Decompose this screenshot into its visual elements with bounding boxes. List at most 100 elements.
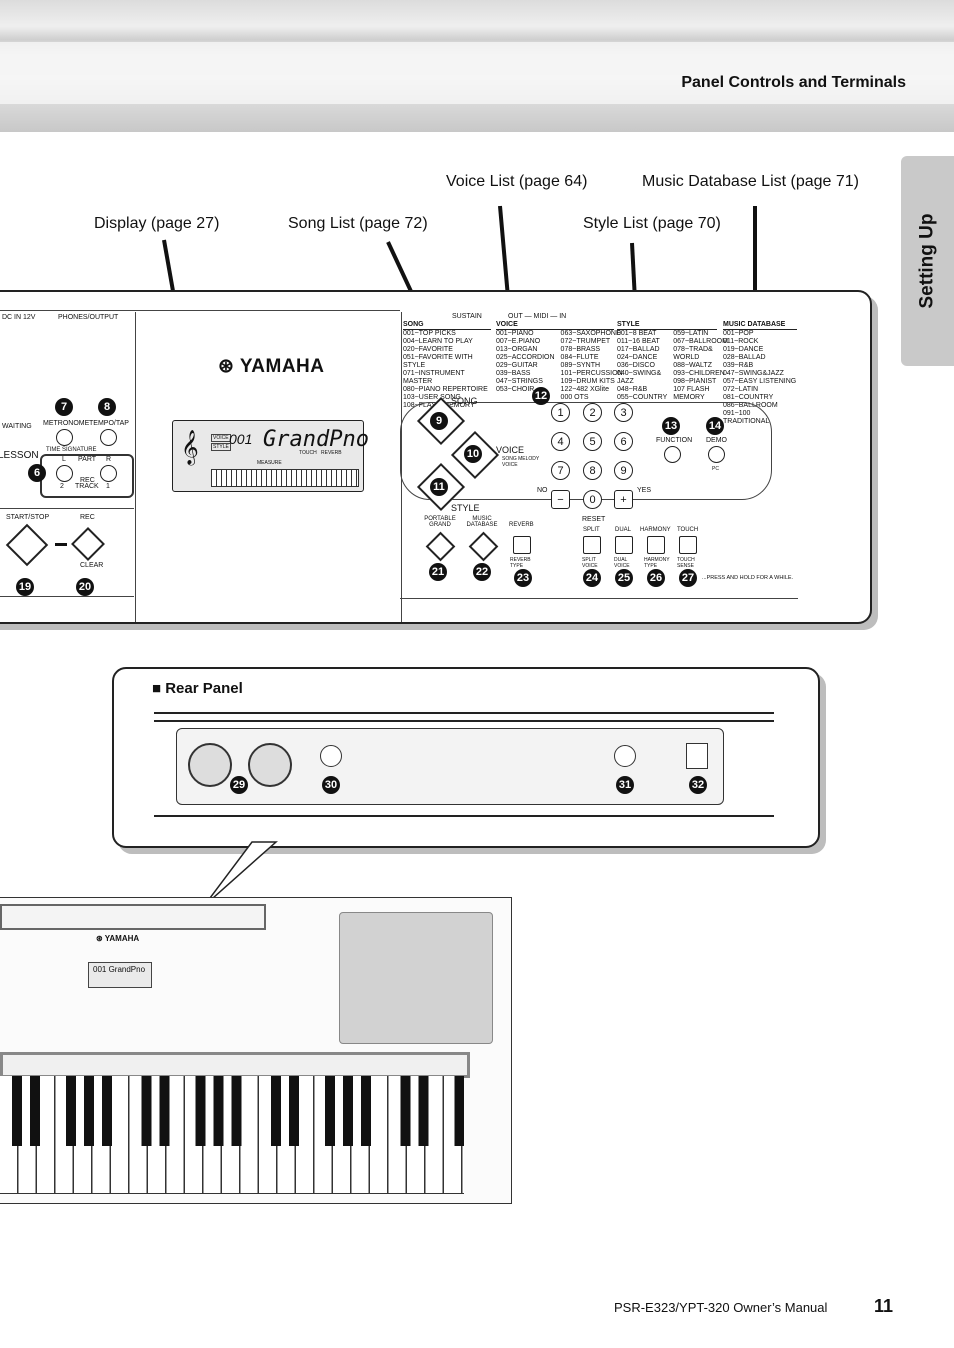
left-divider — [0, 508, 134, 509]
part-r-button[interactable] — [100, 465, 117, 482]
dual-label: DUAL — [615, 527, 632, 533]
section-title: Panel Controls and Terminals — [681, 74, 906, 91]
left-bottom-line — [0, 596, 134, 597]
midi-label: OUT — MIDI — IN — [508, 313, 567, 320]
portable-grand-label: PORTABLE GRAND — [424, 516, 456, 528]
sustain-jack[interactable] — [320, 745, 342, 767]
callout-20: 20 — [76, 578, 94, 596]
keypad-8[interactable]: 8 — [583, 461, 602, 480]
press-hold-label: ...PRESS AND HOLD FOR A WHILE. — [702, 575, 794, 581]
no-label: NO — [537, 487, 548, 494]
touch-sense-label: TOUCH SENSE — [677, 557, 695, 569]
callout-6: 6 — [28, 464, 46, 482]
callout-24: 24 — [583, 569, 601, 587]
mini-key-label-strip — [0, 1052, 470, 1078]
lcd-reverb: REVERB — [321, 450, 342, 456]
mini-logo: ⊛ YAMAHA — [96, 934, 140, 943]
keypad-minus[interactable]: − — [551, 490, 570, 509]
lesson-label: LESSON — [0, 450, 39, 461]
callout-29: 29 — [230, 776, 248, 794]
reverb-button[interactable] — [513, 536, 531, 554]
rear-top-line-2 — [154, 720, 774, 722]
song-button-label: SONG — [451, 396, 478, 406]
callout-30: 30 — [322, 776, 340, 794]
metronome-button[interactable] — [56, 429, 73, 446]
voice-list-ref: Voice List (page 64) — [446, 173, 588, 190]
harmony-type-label: HARMONY TYPE — [644, 557, 670, 569]
callout-32: 32 — [689, 776, 707, 794]
part-r-label: R — [106, 456, 112, 463]
part-label: PART — [78, 456, 97, 463]
mini-black-keys — [0, 1076, 464, 1146]
footer-model: PSR-E323/YPT-320 Owner’s Manual — [614, 1300, 828, 1315]
sustain-label: SUSTAIN — [452, 313, 482, 320]
keypad-9[interactable]: 9 — [614, 461, 633, 480]
voice-pointer — [498, 205, 511, 302]
music-database-label: MUSIC DATABASE — [466, 516, 498, 528]
phones-jack[interactable] — [614, 745, 636, 767]
lcd-style-tag: STYLE — [211, 443, 231, 451]
start-stop-label: START/STOP — [6, 514, 50, 521]
track-1-label: 1 — [106, 483, 110, 490]
callout-19: 19 — [16, 578, 34, 596]
lcd-voice-tag: VOICE — [211, 434, 231, 442]
lcd-measure: MEASURE — [257, 460, 282, 466]
phones-label: PHONES/OUTPUT — [58, 314, 119, 321]
reverb-type-label: REVERB TYPE — [510, 557, 531, 569]
metronome-label: METRONOME — [43, 420, 90, 427]
function-button[interactable] — [664, 446, 681, 463]
midi-in-jack[interactable] — [248, 743, 292, 787]
lcd-touch: TOUCH — [299, 450, 317, 456]
mini-lcd: 001 GrandPno — [88, 962, 152, 988]
side-tab — [901, 156, 954, 366]
reset-label: RESET — [582, 516, 606, 523]
keypad-6[interactable]: 6 — [614, 432, 633, 451]
split-voice-label: SPLIT VOICE — [582, 557, 598, 569]
display-ref: Display (page 27) — [94, 215, 220, 232]
callout-13: 13 — [662, 417, 680, 435]
lcd-keyboard — [211, 469, 359, 487]
demo-button[interactable] — [708, 446, 725, 463]
side-tab-label: Setting Up — [916, 213, 938, 309]
tempo-tap-label: TEMPO/TAP — [89, 420, 129, 427]
reverb-label: REVERB — [509, 522, 534, 528]
part-l-button[interactable] — [56, 465, 73, 482]
callout-8: 8 — [98, 398, 116, 416]
right-bottom-line — [400, 598, 798, 599]
mini-rear-strip — [0, 904, 266, 930]
tempo-tap-button[interactable] — [100, 429, 117, 446]
music-db-pointer — [753, 206, 757, 302]
keypad-plus[interactable]: + — [614, 490, 633, 509]
callout-11: 11 — [430, 478, 448, 496]
dc-in-jack[interactable] — [686, 743, 708, 769]
callout-23: 23 — [514, 569, 532, 587]
callout-27: 27 — [679, 569, 697, 587]
keypad-5[interactable]: 5 — [583, 432, 602, 451]
display-section — [135, 312, 402, 622]
keypad-3[interactable]: 3 — [614, 403, 633, 422]
part-l-label: L — [62, 456, 66, 463]
dual-voice-label: DUAL VOICE — [614, 557, 630, 569]
callout-14: 14 — [706, 417, 724, 435]
yes-label: YES — [637, 487, 652, 494]
keypad-0[interactable]: 0 — [583, 490, 602, 509]
touch-button[interactable] — [679, 536, 697, 554]
keypad-1[interactable]: 1 — [551, 403, 570, 422]
yamaha-logo: ⊛ YAMAHA — [218, 356, 325, 377]
keypad-2[interactable]: 2 — [583, 403, 602, 422]
split-button[interactable] — [583, 536, 601, 554]
rec-top-label: REC — [80, 514, 95, 521]
harmony-button[interactable] — [647, 536, 665, 554]
keypad-7[interactable]: 7 — [551, 461, 570, 480]
dc-in-label: DC IN 12V — [2, 314, 36, 321]
header-strip — [0, 42, 954, 104]
keypad-4[interactable]: 4 — [551, 432, 570, 451]
dual-button[interactable] — [615, 536, 633, 554]
panel-top-line — [0, 310, 400, 311]
rear-bottom-line — [154, 815, 774, 817]
page-number: 11 — [874, 1296, 894, 1316]
midi-out-jack[interactable] — [188, 743, 232, 787]
callout-26: 26 — [647, 569, 665, 587]
time-signature-label: TIME SIGNATURE — [46, 447, 97, 453]
